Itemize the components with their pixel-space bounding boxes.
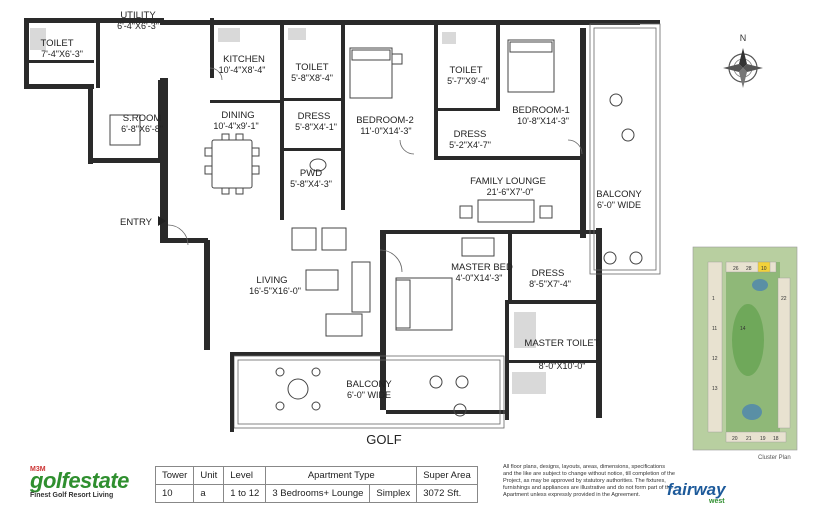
- room-name-balcony-2: BALCONY: [346, 379, 392, 390]
- furniture: [30, 28, 643, 417]
- room-name-master-bed: MASTER BED: [451, 262, 513, 273]
- header-apartment-type: Apartment Type: [265, 466, 418, 485]
- room-dims-toilet-3: 5'-7"X9'-4": [447, 76, 489, 86]
- cluster-num: 20: [732, 436, 738, 442]
- cluster-num: 13: [712, 386, 718, 392]
- room-name-living: LIVING: [256, 275, 287, 286]
- room-labels: TOILET 7'-4"X6'-3" UTILITY 6'-4"X6'-3" K…: [40, 10, 642, 447]
- cell-level: 1 to 12: [223, 484, 267, 503]
- room-name-utility: UTILITY: [120, 10, 156, 21]
- room-dims-toilet-2: 5'-8"X8'-4": [291, 73, 333, 83]
- table-row: 10 a 1 to 12 3 Bedrooms+ Lounge Simplex …: [154, 484, 478, 503]
- room-dims-dress-3: 8'-5"X7'-4": [529, 279, 571, 289]
- room-name-master-toilet: MASTER TOILET: [524, 338, 599, 349]
- logo-mm: M3M: [30, 466, 46, 473]
- room-name-balcony-1: BALCONY: [596, 189, 642, 200]
- cell-tower: 10: [154, 484, 195, 503]
- room-name-toilet-3: TOILET: [449, 65, 482, 76]
- room-dims-kitchen: 10'-4"X8'-4": [219, 65, 266, 75]
- header-super-area: Super Area: [416, 466, 478, 485]
- room-name-bedroom-1: BEDROOM-1: [512, 105, 570, 116]
- room-dims-living: 16'-5"X16'-0": [249, 286, 301, 296]
- entry-label: ENTRY: [120, 217, 153, 228]
- compass-icon: [723, 48, 763, 88]
- cluster-num: 1: [712, 296, 715, 302]
- cluster-num: 14: [740, 326, 746, 332]
- cluster-num: 10: [761, 266, 767, 272]
- golfestate-logo: M3M golfestate Finest Golf Resort Living: [22, 466, 152, 506]
- logo-brand: golfestate: [30, 468, 129, 493]
- room-name-bedroom-2: BEDROOM-2: [356, 115, 414, 126]
- fairway-name: fairway: [667, 480, 726, 499]
- logo-tagline: Finest Golf Resort Living: [30, 492, 114, 499]
- fairway-suffix: west: [709, 498, 725, 505]
- cell-super-area: 3072 Sft.: [416, 484, 478, 503]
- unit-info-table: Tower Unit Level Apartment Type Super Ar…: [154, 466, 478, 503]
- room-dims-master-bed: 4'-0"X14'-3": [456, 273, 503, 283]
- header-tower: Tower: [154, 466, 195, 485]
- cluster-plan-map: 26 28 10 1 11 12 13 14 20 21 19 18 22: [692, 246, 798, 451]
- room-dims-s-room: 6'-8"X6'-8": [121, 124, 163, 134]
- room-dims-balcony-1: 6'-0" WIDE: [597, 200, 641, 210]
- cluster-num: 28: [746, 266, 752, 272]
- room-dims-bedroom-2: 11'-0"X14'-3": [360, 126, 411, 136]
- room-dims-dress-2: 5'-2"X4'-7": [449, 140, 491, 150]
- room-name-s-room: S.ROOM: [123, 113, 162, 124]
- room-dims-dining: 10'-4"x9'-1": [213, 121, 258, 131]
- room-dims-pwd: 5'-8"X4'-3": [290, 179, 332, 189]
- cell-simplex: Simplex: [369, 484, 418, 503]
- golf-label: GOLF: [366, 432, 401, 447]
- room-name-dress-1: DRESS: [298, 111, 331, 122]
- walls: [24, 18, 661, 432]
- room-name-dining: DINING: [221, 110, 254, 121]
- header-level: Level: [223, 466, 267, 485]
- cluster-num: 26: [733, 266, 739, 272]
- header-unit: Unit: [193, 466, 225, 485]
- room-dims-family-lounge: 21'-6"X7'-0": [487, 187, 534, 197]
- cell-apartment-type: 3 Bedrooms+ Lounge: [265, 484, 371, 503]
- room-dims-master-toilet: 8'-0"X10'-0": [539, 361, 586, 371]
- table-header-row: Tower Unit Level Apartment Type Super Ar…: [154, 466, 478, 485]
- room-dims-toilet-1: 7'-4"X6'-3": [41, 49, 83, 59]
- room-name-kitchen: KITCHEN: [223, 54, 265, 65]
- room-dims-utility: 6'-4"X6'-3": [117, 21, 159, 31]
- highlighted-tower: [757, 261, 771, 273]
- compass-north-label: N: [740, 33, 747, 43]
- cluster-num: 19: [760, 436, 766, 442]
- room-name-toilet-1: TOILET: [40, 38, 73, 49]
- cluster-num: 11: [712, 326, 717, 332]
- cell-unit: a: [193, 484, 225, 503]
- cluster-plan-caption: Cluster Plan: [758, 455, 791, 461]
- room-name-pwd: PWD: [300, 168, 322, 179]
- room-name-dress-2: DRESS: [454, 129, 487, 140]
- disclaimer-text: All floor plans, designs, layouts, areas…: [503, 464, 675, 498]
- room-name-family-lounge: FAMILY LOUNGE: [470, 176, 546, 187]
- room-name-dress-3: DRESS: [532, 268, 565, 279]
- cluster-num: 12: [712, 356, 718, 362]
- cluster-num: 21: [746, 436, 752, 442]
- cluster-num: 22: [781, 296, 787, 302]
- entry-arrow-icon: [158, 216, 166, 226]
- cluster-num: 18: [773, 436, 779, 442]
- fairway-west-logo: fairway west: [667, 480, 747, 508]
- room-dims-dress-1: 5'-8"X4'-1": [295, 122, 337, 132]
- floor-plan: TOILET 7'-4"X6'-3" UTILITY 6'-4"X6'-3" K…: [24, 10, 798, 451]
- room-dims-balcony-2: 6'-0" WIDE: [347, 390, 391, 400]
- room-name-toilet-2: TOILET: [295, 62, 328, 73]
- room-dims-bedroom-1: 10'-8"X14'-3": [517, 116, 569, 126]
